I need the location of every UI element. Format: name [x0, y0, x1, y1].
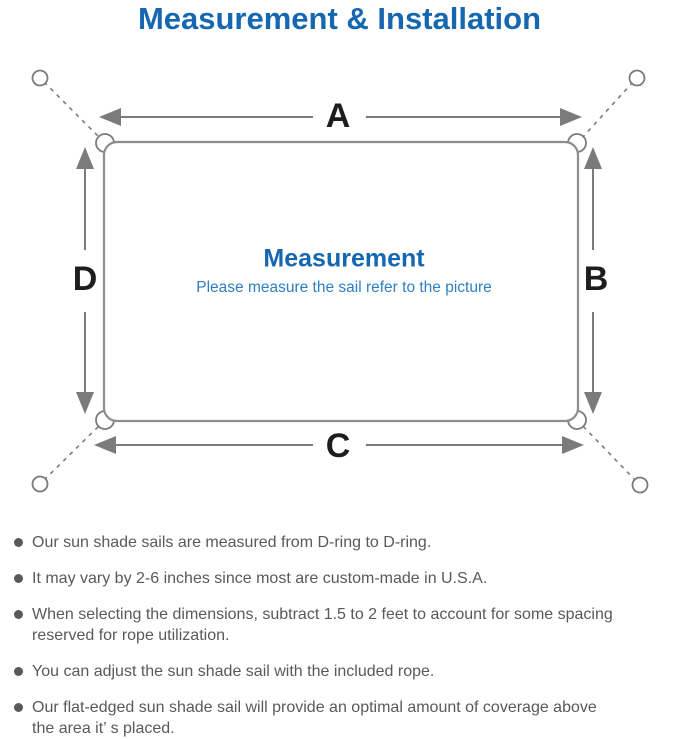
d-ring-top-right-icon: [567, 133, 587, 153]
dim-label-d: D: [72, 260, 98, 298]
note-text: It may vary by 2-6 inches since most are…: [32, 570, 488, 587]
measurement-subtitle: Please measure the sail refer to the pic…: [196, 279, 492, 296]
anchor-ring-bottom-right-icon: [631, 476, 649, 494]
note-item: Our sun shade sails are measured from D-…: [10, 532, 672, 553]
d-ring-bottom-left-icon: [95, 410, 115, 430]
dim-label-b: B: [583, 260, 609, 298]
bullet-dot-icon: [14, 703, 23, 712]
bullet-dot-icon: [14, 667, 23, 676]
note-text: Our sun shade sails are measured from D-…: [32, 534, 432, 551]
dim-label-c: C: [325, 427, 351, 465]
tether-line-top-right: [580, 81, 634, 140]
note-item: Our flat-edged sun shade sail will provi…: [10, 697, 672, 739]
notes-list: Our sun shade sails are measured from D-…: [10, 532, 672, 739]
bullet-dot-icon: [14, 538, 23, 547]
bullet-dot-icon: [14, 610, 23, 619]
note-item: When selecting the dimensions, subtract …: [10, 604, 672, 646]
note-item: It may vary by 2-6 inches since most are…: [10, 568, 672, 589]
anchor-ring-top-left-icon: [31, 69, 49, 87]
note-text: When selecting the dimensions, subtract …: [32, 606, 613, 644]
measurement-title: Measurement: [263, 244, 425, 273]
note-item: You can adjust the sun shade sail with t…: [10, 661, 672, 682]
d-ring-bottom-right-icon: [567, 410, 587, 430]
tether-line-top-left: [43, 81, 102, 140]
anchor-ring-bottom-left-icon: [31, 475, 49, 493]
tether-line-bottom-right: [580, 423, 637, 482]
dim-label-a: A: [325, 97, 351, 135]
bullet-dot-icon: [14, 574, 23, 583]
anchor-ring-top-right-icon: [628, 69, 646, 87]
note-text: You can adjust the sun shade sail with t…: [32, 663, 435, 680]
note-text: Our flat-edged sun shade sail will provi…: [32, 699, 597, 737]
d-ring-top-left-icon: [95, 133, 115, 153]
tether-line-bottom-left: [43, 423, 102, 481]
page-title: Measurement & Installation: [137, 1, 542, 36]
